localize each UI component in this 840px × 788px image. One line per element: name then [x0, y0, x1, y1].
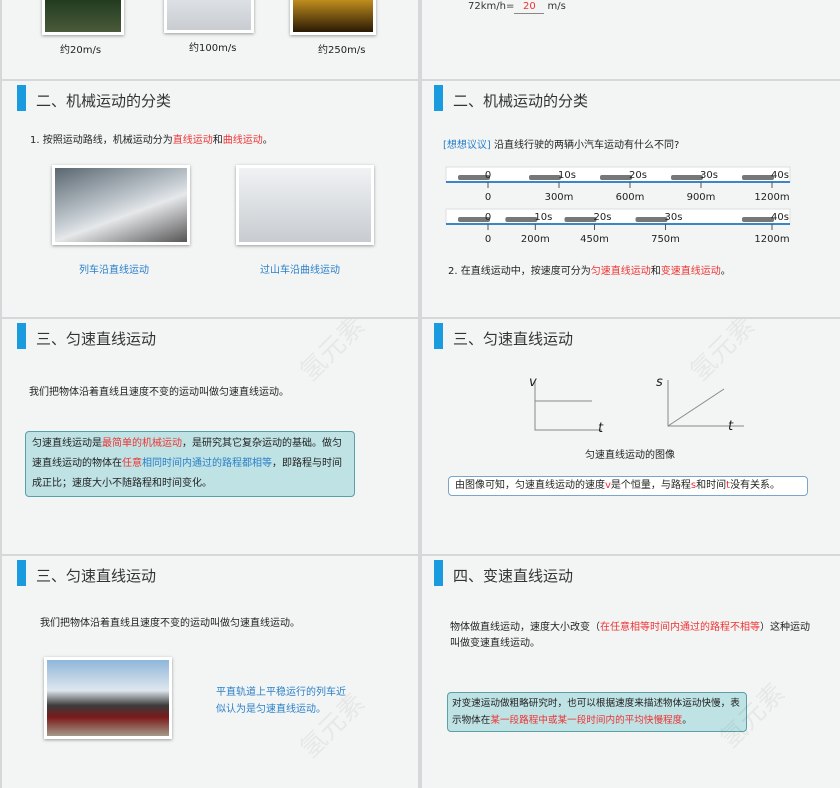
title-bar: [434, 323, 443, 349]
train-image: [164, 0, 254, 33]
definition: 我们把物体沿着直线且速度不变的运动叫做匀速直线运动。: [29, 387, 289, 398]
time-label: 30s: [700, 170, 718, 181]
distance-label: 750m: [651, 234, 680, 245]
slide-title: 四、变速直线运动: [453, 567, 574, 585]
title-bar: [17, 323, 26, 349]
point-1: 1. 按照运动路线，机械运动分为直线运动和曲线运动。: [30, 135, 273, 146]
car-icon: [635, 217, 668, 222]
slide-title: 三、匀速直线运动: [453, 330, 574, 348]
distance-label: 600m: [616, 192, 645, 203]
st-x-label: t: [728, 419, 734, 434]
distance-label: 0: [485, 234, 491, 245]
watermark: 氢元素: [294, 319, 371, 388]
roller-coaster-image: [236, 165, 374, 245]
car-icon: [529, 175, 561, 180]
slide-uniform-3: 三、匀速直线运动 我们把物体沿着直线且速度不变的运动叫做匀速直线运动。 平直轨道…: [2, 556, 418, 788]
distance-label: 1200m: [754, 192, 789, 203]
time-label: 20s: [594, 212, 612, 223]
car-tracks: 0 0 300m 10s 600m 20s 900m 30s 1200m 40s 0 0 200m 10s…: [445, 166, 791, 245]
definition: 我们把物体沿着直线且速度不变的运动叫做匀速直线运动。: [40, 618, 300, 629]
unit: m/s: [547, 1, 566, 12]
slide-variable: 四、变速直线运动 物体做直线运动，速度大小改变（在任意相等时间内通过的路程不相等…: [422, 556, 840, 788]
vt-x-label: t: [598, 421, 604, 436]
st-graph: [667, 380, 744, 427]
slide-speeds: 约20m/s 约100m/s 约250m/s: [2, 0, 418, 79]
time-label: 40s: [771, 170, 789, 181]
title-bar: [17, 560, 26, 586]
slide-classification-1: 二、机械运动的分类 1. 按照运动路线，机械运动分为直线运动和曲线运动。 列车沿…: [2, 81, 418, 317]
formula-prefix: 72km/h=: [468, 1, 515, 12]
slide-title: 三、匀速直线运动: [36, 330, 157, 348]
car-icon: [671, 175, 703, 180]
steam-train-image: [44, 657, 172, 739]
title-bar: [17, 85, 26, 111]
bullet-train-image: [52, 165, 190, 245]
time-label: 30s: [665, 212, 683, 223]
slide-conversion: 72km/h=20 m/s: [422, 0, 840, 79]
time-label: 0: [485, 170, 491, 181]
key-point-box: 匀速直线运动是最简单的机械运动，是研究其它复杂运动的基础。做匀速直线运动的物体在…: [25, 431, 355, 497]
vt-axes: [534, 380, 602, 431]
distance-label: 200m: [521, 234, 550, 245]
slide-uniform-1: 三、匀速直线运动 我们把物体沿着直线且速度不变的运动叫做匀速直线运动。 匀速直线…: [2, 319, 418, 554]
car-icon: [742, 217, 774, 222]
answer: 20: [514, 1, 545, 14]
car-icon: [458, 175, 490, 180]
time-label: 20s: [629, 170, 647, 181]
distance-label: 300m: [545, 192, 574, 203]
vt-graph: [534, 380, 602, 431]
distance-label: 450m: [580, 234, 609, 245]
caption-train: 约100m/s: [189, 43, 237, 54]
key-point-box: 对变速运动做粗略研究时，也可以根据速度来描述物体运动快慢，表示物体在某一段路程中…: [447, 692, 747, 732]
st-line: [667, 388, 725, 427]
car-icon: [600, 175, 632, 180]
question: [想想议议] 沿直线行驶的两辆小汽车运动有什么不同?: [443, 140, 680, 151]
caption-coaster: 过山车沿曲线运动: [260, 265, 340, 276]
time-label: 0: [485, 212, 491, 223]
track-background: [445, 208, 791, 225]
time-label: 40s: [771, 212, 789, 223]
car-image: [42, 0, 124, 35]
time-label: 10s: [558, 170, 576, 181]
car-icon: [564, 217, 597, 222]
definition: 物体做直线运动，速度大小改变（在任意相等时间内通过的路程不相等）这种运动叫做变速…: [450, 622, 810, 649]
caption-car: 约20m/s: [60, 45, 102, 56]
vt-y-label: v: [529, 375, 537, 390]
car-icon: [458, 217, 490, 222]
distance-label: 0: [485, 192, 491, 203]
caption-train: 列车沿直线运动: [79, 265, 149, 276]
title-bar: [434, 85, 443, 111]
car-icon: [505, 217, 538, 222]
distance-label: 1200m: [754, 234, 789, 245]
graph-caption: 匀速直线运动的图像: [585, 450, 675, 461]
formula: 72km/h=20 m/s: [468, 1, 566, 14]
slide-title: 二、机械运动的分类: [453, 92, 589, 110]
plane-image: [290, 0, 376, 35]
caption-plane: 约250m/s: [318, 45, 366, 56]
point-2: 2. 在直线运动中，按速度可分为匀速直线运动和变速直线运动。: [448, 266, 731, 277]
distance-label: 900m: [687, 192, 716, 203]
slide-title: 三、匀速直线运动: [36, 567, 157, 585]
car-icon: [742, 175, 774, 180]
key-point-box: 由图像可知，匀速直线运动的速度v是个恒量，与路程s和时间t没有关系。: [448, 476, 808, 496]
slide-classification-2: 二、机械运动的分类 [想想议议] 沿直线行驶的两辆小汽车运动有什么不同? 0 0 3…: [422, 81, 840, 317]
slide-title: 二、机械运动的分类: [36, 92, 172, 110]
st-y-label: s: [656, 375, 663, 390]
title-bar: [434, 560, 443, 586]
train-caption: 平直轨道上平稳运行的列车近似认为是匀速直线运动。: [216, 687, 346, 715]
slide-uniform-2: 三、匀速直线运动 v t s t 匀速直线运动的图像 由图像可知，匀速直线运动的…: [422, 319, 840, 554]
time-label: 10s: [534, 212, 552, 223]
